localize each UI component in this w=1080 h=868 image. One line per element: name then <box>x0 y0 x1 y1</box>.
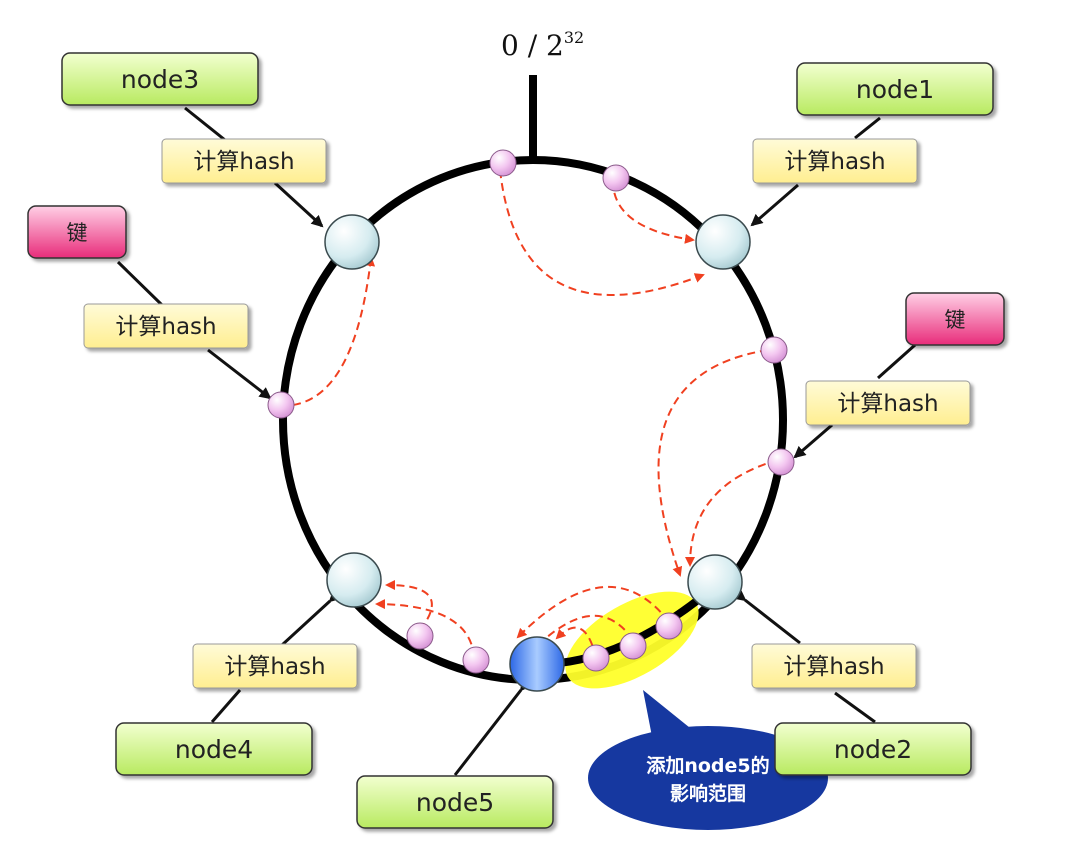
key-point <box>760 336 788 364</box>
server-node1-point <box>695 214 751 270</box>
key-points <box>267 149 795 674</box>
server-node3-point <box>324 214 380 270</box>
node2-label: node2 <box>834 735 912 764</box>
node1-box: node1 <box>796 62 994 116</box>
hash-box-node3: 计算hash <box>161 138 327 184</box>
key-point <box>462 646 490 674</box>
hash-box-node4: 计算hash <box>192 643 358 689</box>
node1-label: node1 <box>856 75 934 104</box>
key-point <box>619 632 647 660</box>
hash-label: 计算hash <box>193 149 294 175</box>
node5-box: node5 <box>356 775 554 829</box>
key-point <box>489 149 517 177</box>
hash-label: 计算hash <box>783 654 884 680</box>
server-node2-point <box>687 554 743 610</box>
key-point <box>602 164 630 192</box>
hash-box-node2: 计算hash <box>751 643 917 689</box>
node3-label: node3 <box>121 65 199 94</box>
hash-label: 计算hash <box>224 654 325 680</box>
hash-label: 计算hash <box>115 314 216 340</box>
key-point <box>406 622 434 650</box>
key-point <box>267 391 295 419</box>
hash-label: 计算hash <box>784 149 885 175</box>
node2-box: node2 <box>774 722 972 776</box>
key-point <box>767 448 795 476</box>
node3-box: node3 <box>61 52 259 106</box>
key-box-right: 键 <box>905 292 1005 346</box>
key-box-left: 键 <box>27 205 127 259</box>
impact-callout: 添加node5的 影响范围 <box>588 690 828 830</box>
key-point <box>582 644 610 672</box>
server-node5-point <box>509 636 565 692</box>
hash-label: 计算hash <box>837 391 938 417</box>
node5-label: node5 <box>416 788 494 817</box>
callout-line1: 添加node5的 <box>646 754 769 777</box>
mapping-arrows <box>292 169 779 659</box>
connector-lines <box>116 106 916 776</box>
hash-box-node1: 计算hash <box>752 138 918 184</box>
key-label: 键 <box>67 221 88 245</box>
node4-label: node4 <box>175 735 253 764</box>
origin-label: 0 / 232 <box>501 28 584 62</box>
callout-line2: 影响范围 <box>670 782 746 805</box>
server-points <box>324 214 751 692</box>
hash-box-key-left: 计算hash <box>83 303 249 349</box>
hash-box-key-right: 计算hash <box>805 380 971 426</box>
server-node4-point <box>326 552 382 608</box>
key-point <box>655 612 683 640</box>
node4-box: node4 <box>115 722 313 776</box>
key-label: 键 <box>945 308 966 332</box>
